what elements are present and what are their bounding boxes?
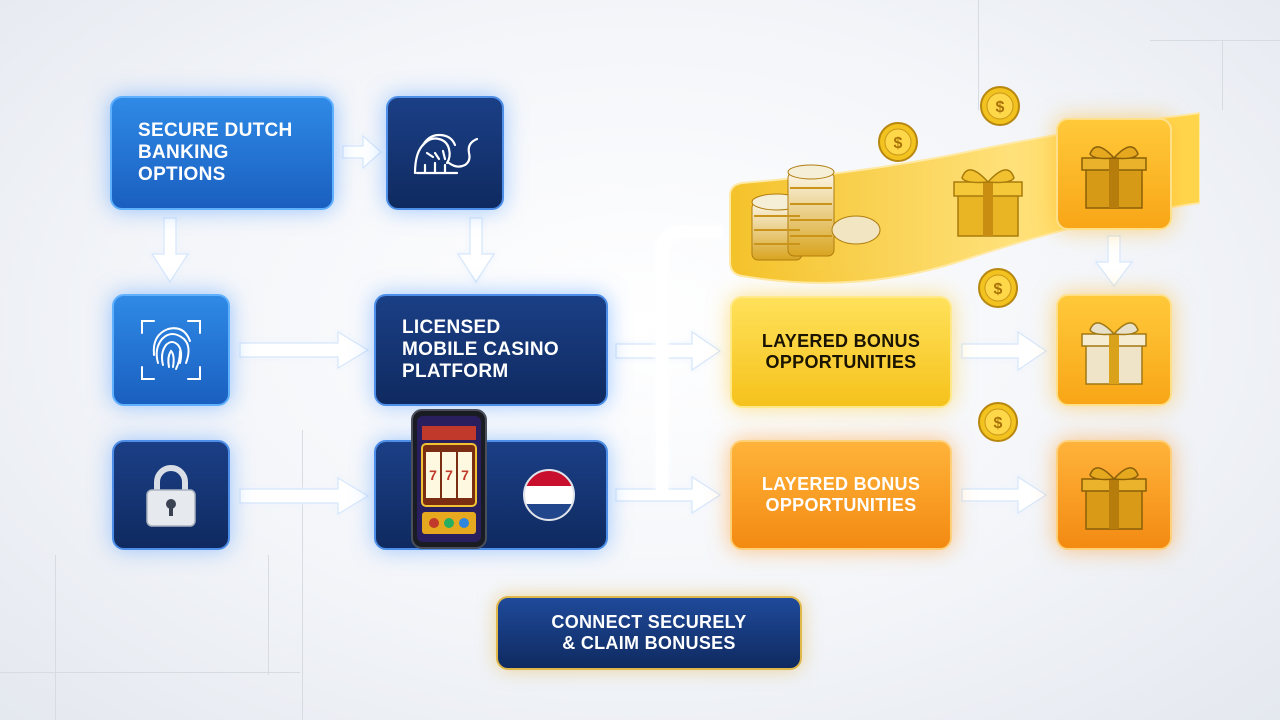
decor-line [0, 672, 300, 673]
licensed-platform-box: LICENSED MOBILE CASINO PLATFORM [374, 294, 608, 406]
decor-line [268, 555, 269, 675]
decor-line [1150, 40, 1280, 41]
decor-line [302, 430, 303, 720]
svg-text:7: 7 [429, 467, 437, 483]
arrow-right [961, 330, 1048, 372]
dollar-coin-icon: $ [978, 268, 1018, 308]
svg-text:7: 7 [461, 467, 469, 483]
connect-claim-button[interactable]: CONNECT SECURELY & CLAIM BONUSES [496, 596, 802, 670]
arrow-right [239, 330, 370, 370]
bank-logo-box [386, 96, 504, 210]
arrow-right [239, 476, 370, 516]
arrow-right [615, 475, 722, 515]
connect-claim-label: CONNECT SECURELY & CLAIM BONUSES [551, 612, 747, 653]
gift-box-icon [1081, 322, 1147, 385]
svg-text:7: 7 [445, 467, 453, 483]
gift-box-icon [953, 169, 1023, 237]
arrow-down [150, 217, 190, 284]
arrow-down [1094, 235, 1134, 287]
fingerprint-icon [141, 320, 201, 380]
gift-box-tile [1056, 118, 1172, 230]
gift-box-icon [1081, 467, 1147, 530]
bonus-orange-label: LAYERED BONUS OPPORTUNITIES [761, 474, 921, 515]
lion-logo-icon [413, 133, 479, 175]
arrow-right [342, 134, 382, 170]
licensed-platform-label: LICENSED MOBILE CASINO PLATFORM [402, 317, 559, 382]
svg-text:$: $ [996, 99, 1005, 116]
decor-line [55, 555, 56, 720]
bonus-gold-box: LAYERED BONUS OPPORTUNITIES [730, 296, 952, 408]
gift-box-icon [1081, 146, 1147, 209]
svg-text:$: $ [994, 415, 1003, 432]
svg-text:$: $ [894, 135, 903, 152]
dollar-coin-icon: $ [980, 86, 1020, 126]
casino-chips-icon [751, 164, 881, 261]
branch-line [656, 226, 722, 492]
netherlands-flag-icon [523, 469, 575, 521]
svg-text:$: $ [994, 281, 1003, 298]
bonus-gold-label: LAYERED BONUS OPPORTUNITIES [761, 331, 921, 372]
dollar-coin-icon: $ [978, 402, 1018, 442]
gift-box-tile [1056, 294, 1172, 406]
arrow-down [456, 217, 496, 284]
slot-machine-phone-icon: 7 7 7 [411, 409, 487, 549]
gift-box-tile [1056, 440, 1172, 550]
secure-banking-label: SECURE DUTCH BANKING OPTIONS [138, 120, 293, 185]
dollar-coin-icon: $ [878, 122, 918, 162]
fingerprint-box [112, 294, 230, 406]
padlock-icon [146, 465, 196, 527]
secure-banking-box: SECURE DUTCH BANKING OPTIONS [110, 96, 334, 210]
decor-line [1222, 40, 1223, 110]
arrow-right [961, 475, 1048, 515]
lock-box [112, 440, 230, 550]
bonus-orange-box: LAYERED BONUS OPPORTUNITIES [730, 440, 952, 550]
decor-line [978, 0, 979, 110]
